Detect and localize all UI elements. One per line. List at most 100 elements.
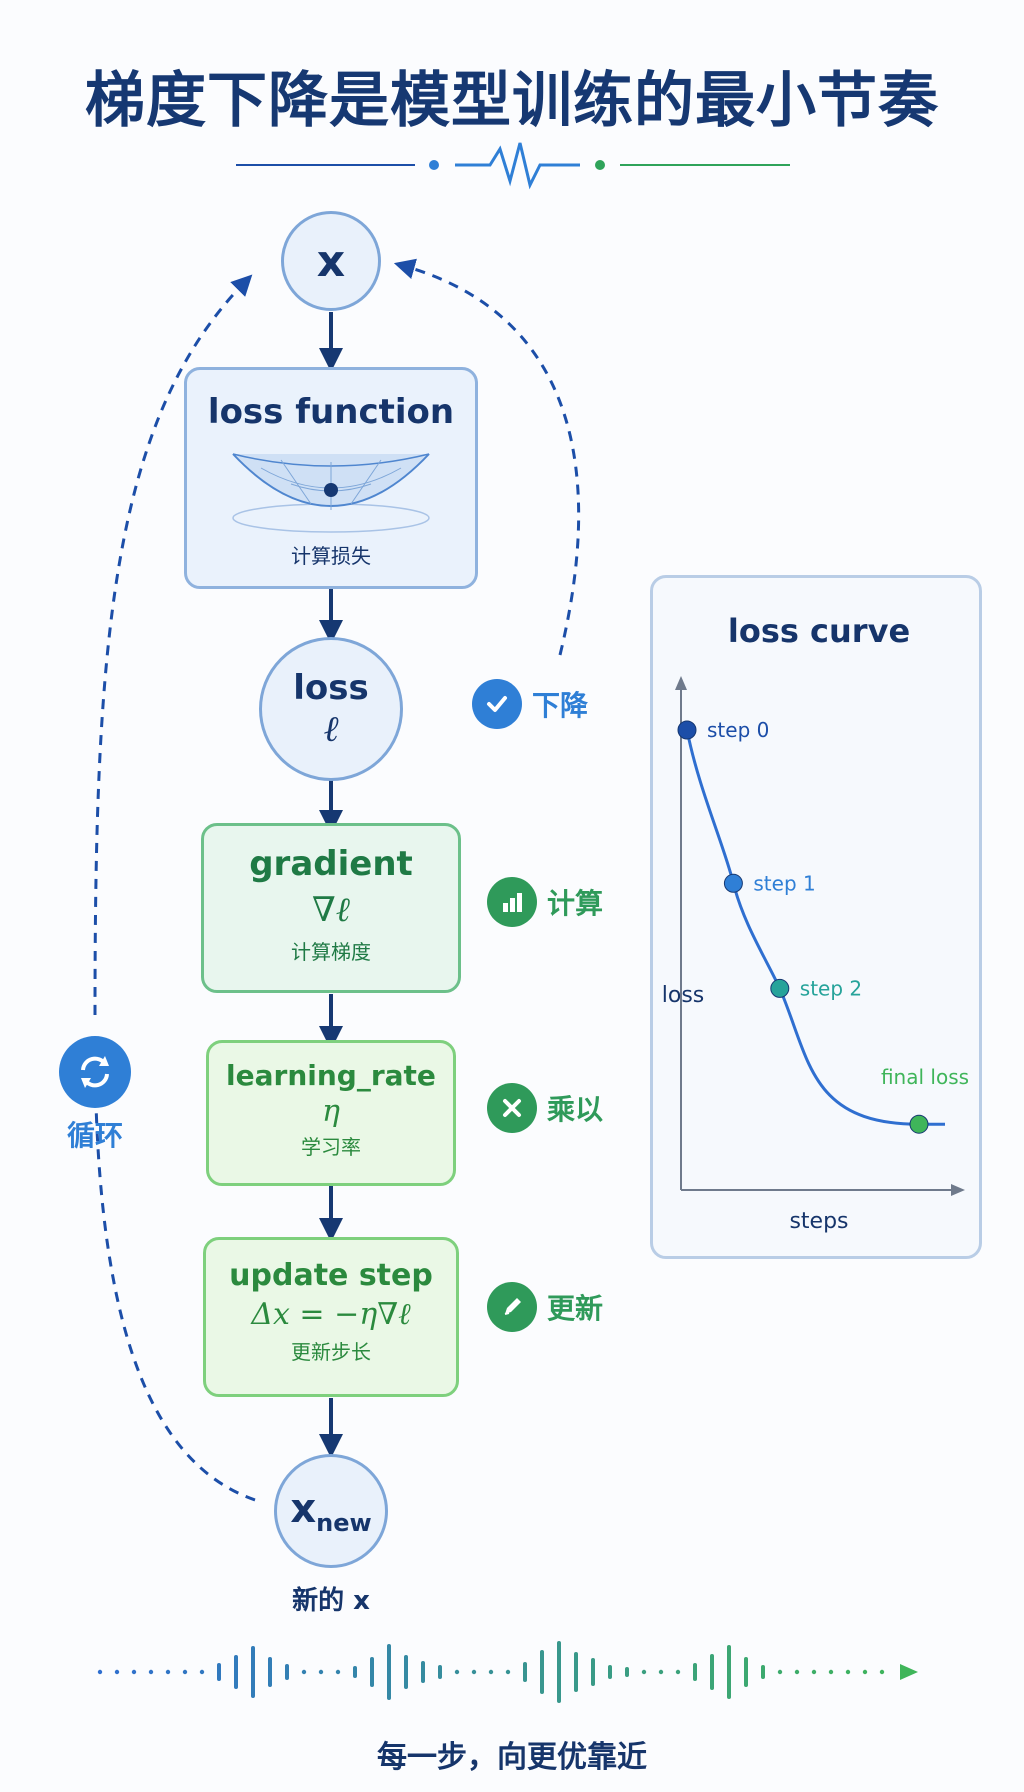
gradient-formula: ∇ℓ <box>312 890 350 930</box>
side-label-update: 更新 <box>487 1282 603 1332</box>
wave-bar <box>285 1664 289 1680</box>
cycle-label: 循环 <box>66 1119 123 1152</box>
check-icon <box>472 679 522 729</box>
wave-dot <box>777 1669 783 1675</box>
wave-dot <box>811 1669 817 1675</box>
loss-curve-panel: loss curve loss steps step 0 step 1 step 2… <box>650 575 982 1259</box>
wave-bar <box>710 1654 714 1690</box>
loss-function-caption: 计算损失 <box>291 544 371 568</box>
wave-dot <box>454 1669 460 1675</box>
wave-dot <box>641 1669 647 1675</box>
update-step-formula: Δx = −η∇ℓ <box>251 1297 411 1332</box>
wave-bar <box>387 1644 391 1700</box>
wave-bar <box>591 1658 595 1686</box>
wave-bar <box>557 1641 561 1703</box>
footer-tagline: 每一步，向更优靠近 <box>377 1740 647 1775</box>
page-title: 梯度下降是模型训练的最小节奏 <box>85 66 939 136</box>
update-label: 更新 <box>547 1292 604 1325</box>
learning-rate-box: learning_rate η 学习率 <box>206 1040 456 1186</box>
wave-bar <box>404 1655 408 1689</box>
wave-bar <box>540 1650 544 1694</box>
wave-dot <box>199 1669 205 1675</box>
wave-bar <box>438 1665 442 1679</box>
wave-dot <box>794 1669 800 1675</box>
wave-bar <box>421 1661 425 1683</box>
wave-bar <box>353 1666 357 1678</box>
update-step-title: update step <box>229 1258 433 1293</box>
wave-dot <box>301 1669 307 1675</box>
side-label-descent: 下降 <box>472 679 588 729</box>
y-axis-arrow <box>675 676 687 690</box>
loss-node: loss ℓ <box>259 637 403 781</box>
learning-rate-title: learning_rate <box>226 1059 436 1092</box>
chart-point-2 <box>770 978 790 998</box>
wave-dot <box>675 1669 681 1675</box>
side-label-multiply: 乘以 <box>487 1083 603 1133</box>
wave-dot <box>828 1669 834 1675</box>
x-new-base: x <box>290 1485 317 1532</box>
chart-point-label-0: step 0 <box>707 718 769 742</box>
wave-bar <box>727 1645 731 1699</box>
wave-bar <box>251 1646 255 1698</box>
gradient-title: gradient <box>249 844 413 884</box>
x-axis-label: steps <box>789 1209 848 1234</box>
wave-dot <box>488 1669 494 1675</box>
wave-dot <box>471 1669 477 1675</box>
bar-chart-icon <box>487 877 537 927</box>
wave-dot <box>845 1669 851 1675</box>
chart-point-label-2: step 2 <box>800 976 862 1000</box>
update-step-box: update step Δx = −η∇ℓ 更新步长 <box>203 1237 459 1397</box>
compute-label: 计算 <box>547 887 604 920</box>
loss-symbol: ℓ <box>323 709 339 750</box>
wave-bar <box>608 1665 612 1679</box>
input-x-node: x <box>281 211 381 311</box>
footer-arrow-icon <box>900 1664 918 1680</box>
wave-dot <box>148 1669 154 1675</box>
cycle-icon <box>59 1036 131 1108</box>
multiply-label: 乘以 <box>547 1093 604 1126</box>
wave-bar <box>625 1667 629 1677</box>
wave-dot <box>97 1669 103 1675</box>
x-new-caption: 新的 x <box>292 1586 370 1616</box>
wave-bar <box>744 1657 748 1687</box>
footer-waveform <box>97 1641 918 1703</box>
wave-bar <box>693 1663 697 1681</box>
chart-point-label-1: step 1 <box>753 871 815 895</box>
chart-title: loss curve <box>728 612 910 650</box>
learning-rate-caption: 学习率 <box>301 1135 361 1159</box>
wave-bar <box>761 1665 765 1679</box>
x-symbol: x <box>316 235 346 287</box>
side-label-cycle: 循环 <box>57 1036 133 1154</box>
wave-dot <box>879 1669 885 1675</box>
wave-bar <box>217 1663 221 1681</box>
wave-bar <box>370 1657 374 1687</box>
learning-rate-formula: η <box>322 1094 340 1129</box>
wave-dot <box>862 1669 868 1675</box>
wave-dot <box>165 1669 171 1675</box>
loss-curve-chart: loss curve loss steps step 0 step 1 step 2… <box>662 612 969 1234</box>
chart-point-3 <box>909 1114 929 1134</box>
wave-dot <box>182 1669 188 1675</box>
title-divider <box>236 142 790 190</box>
loss-function-title: loss function <box>207 392 455 432</box>
wave-bar <box>268 1657 272 1687</box>
pencil-icon <box>487 1282 537 1332</box>
x-new-node: xnew <box>274 1454 388 1568</box>
x-axis-arrow <box>951 1184 965 1196</box>
y-axis-label: loss <box>662 983 705 1008</box>
loss-title: loss <box>293 668 369 708</box>
wave-dot <box>114 1669 120 1675</box>
x-new-sub: new <box>316 1508 372 1537</box>
multiply-icon <box>487 1083 537 1133</box>
loss-curve-line <box>685 729 945 1126</box>
wave-dot <box>318 1669 324 1675</box>
descent-label: 下降 <box>532 689 589 722</box>
chart-point-1 <box>723 873 743 893</box>
wave-bar <box>523 1662 527 1682</box>
loss-function-box: loss function 计算损失 <box>184 367 478 589</box>
wave-dot <box>335 1669 341 1675</box>
side-label-compute: 计算 <box>487 877 603 927</box>
wave-dot <box>658 1669 664 1675</box>
wave-bar <box>574 1652 578 1692</box>
